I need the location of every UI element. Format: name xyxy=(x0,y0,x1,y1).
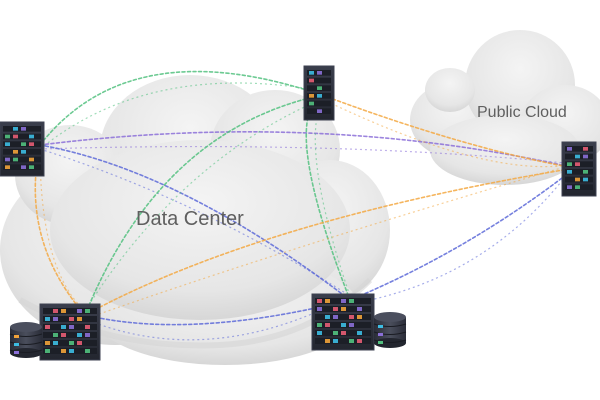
link-server-bottom-left-to-server-bottom-center xyxy=(84,299,351,326)
link-server-left-to-server-bottom-center xyxy=(39,144,351,301)
link-server-left-to-server-top xyxy=(39,70,323,146)
link-server-bottom-left-to-server-right xyxy=(84,167,576,316)
server-rack-icon[interactable] xyxy=(303,65,335,121)
link-server-top-to-server-bottom-left xyxy=(84,94,323,316)
storage-cylinder-icon[interactable] xyxy=(373,312,407,348)
link-server-left-to-server-right xyxy=(39,131,576,169)
data-center-label: Data Center xyxy=(136,208,244,230)
server-rack-icon[interactable] xyxy=(561,141,597,197)
link-echo-server-left-to-server-right xyxy=(39,145,576,165)
link-server-bottom-center-to-server-right xyxy=(349,167,576,301)
link-echo-server-top-to-server-bottom-left xyxy=(84,98,323,312)
network-links xyxy=(34,70,576,341)
link-echo-server-top-to-server-right xyxy=(321,98,576,168)
link-echo-server-left-to-server-bottom-left xyxy=(39,148,86,312)
link-echo-server-top-to-server-bottom-center xyxy=(314,98,351,297)
server-rack-icon[interactable] xyxy=(311,293,375,351)
link-server-top-to-server-right xyxy=(321,94,576,169)
network-nodes xyxy=(0,65,597,361)
link-echo-server-bottom-left-to-server-right xyxy=(84,163,576,320)
server-rack-icon[interactable] xyxy=(39,303,101,361)
storage-cylinder-icon[interactable] xyxy=(9,322,43,358)
link-echo-server-bottom-center-to-server-right xyxy=(349,163,576,305)
public-cloud-label: Public Cloud xyxy=(477,104,567,121)
link-echo-server-left-to-server-top xyxy=(39,82,323,150)
server-rack-icon[interactable] xyxy=(0,121,45,177)
